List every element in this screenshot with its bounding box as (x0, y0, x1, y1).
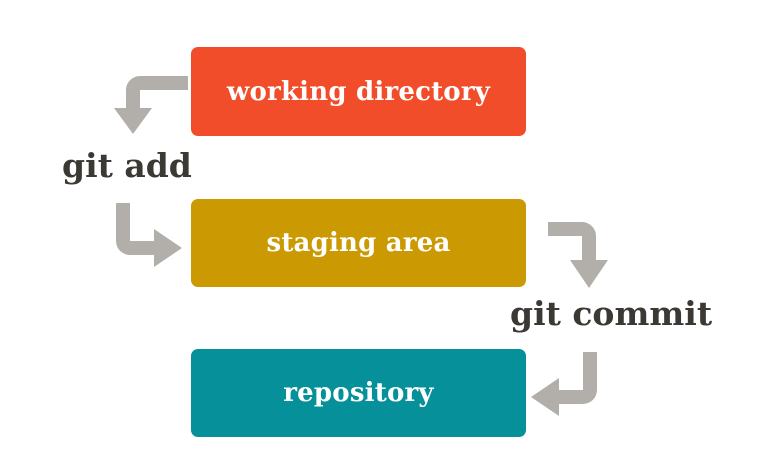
node-staging-area-label: staging area (266, 228, 451, 258)
command-label-git-add: git add (62, 146, 192, 185)
node-working-directory-label: working directory (226, 76, 491, 107)
node-working-directory[interactable]: working directory (191, 47, 526, 136)
command-label-git-commit: git commit (510, 294, 713, 333)
node-staging-area[interactable]: staging area (191, 199, 526, 287)
arrow-git-commit-to-repository-icon (531, 352, 597, 416)
node-repository-label: repository (283, 378, 434, 408)
arrow-staging-area-to-git-commit-icon (548, 222, 608, 288)
arrow-git-add-to-staging-area-icon (116, 203, 182, 267)
arrow-working-directory-to-git-add-icon (114, 76, 188, 134)
node-repository[interactable]: repository (191, 349, 526, 437)
